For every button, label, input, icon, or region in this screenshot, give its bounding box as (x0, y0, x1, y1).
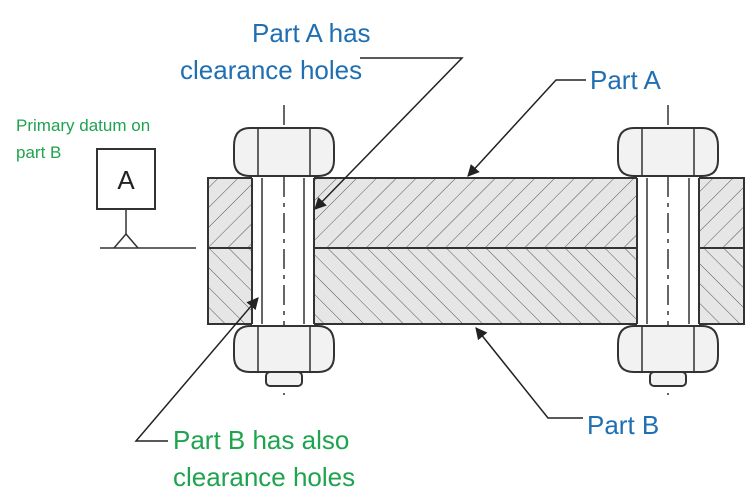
right-bolt-head (617, 127, 719, 177)
part-a-clearance-label-line1: Part A has (252, 18, 371, 48)
part-a-clearance-label-line2: clearance holes (180, 55, 363, 85)
primary-datum-label-line1: Primary datum on (16, 116, 151, 135)
leader-lines (134, 57, 586, 442)
left-bolt-head (233, 127, 335, 177)
datum-symbol: A (96, 148, 196, 249)
part-b-label: Part B (587, 410, 660, 440)
part-b-clearance-label-line2: clearance holes (173, 462, 356, 492)
left-bolt (233, 105, 335, 395)
datum-letter: A (117, 165, 135, 195)
primary-datum-label-line2: part B (16, 143, 62, 162)
right-nut (617, 325, 719, 387)
left-nut (233, 325, 335, 387)
part-a-label: Part A (590, 65, 661, 95)
right-bolt (617, 105, 719, 395)
part-b-clearance-label-line1: Part B has also (173, 425, 350, 455)
